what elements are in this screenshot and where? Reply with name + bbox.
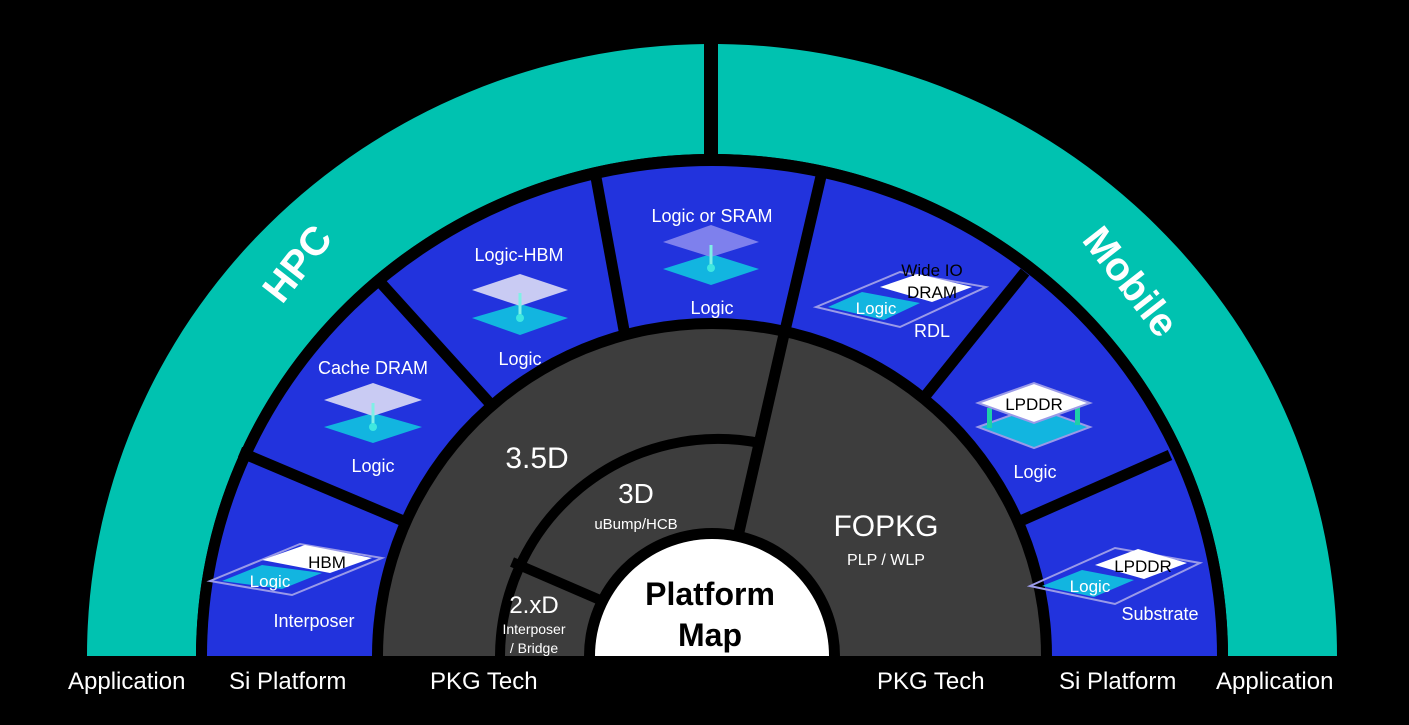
label-right-application: Application [1216, 668, 1334, 695]
si-segment-hpc-logic-hbm: Logic-HBM Logic [472, 245, 568, 369]
pkg-3d-label: 3D [618, 478, 654, 509]
pillar-icon [987, 408, 992, 428]
segment-top-label: LPDDR [1114, 557, 1172, 576]
pkg-3-5d-label: 3.5D [505, 442, 568, 475]
segment-bottom-label: Substrate [1121, 604, 1198, 624]
si-segment-mobile-lpddr-pop: LPDDR Logic [975, 381, 1093, 482]
pkg-3d-sublabel: uBump/HCB [594, 516, 677, 533]
si-segment-mobile-rdl: Wide IO DRAM Logic RDL [812, 261, 990, 341]
center-circle [595, 539, 829, 656]
label-left-si-platform: Si Platform [229, 668, 347, 695]
chip-outline-icon [812, 270, 990, 329]
memory-chip-icon [324, 383, 422, 416]
label-left-pkg-tech: PKG Tech [430, 668, 538, 695]
pkg-2xd-sublabel-2: / Bridge [510, 640, 558, 656]
pkg-fopkg-divider [730, 328, 791, 547]
label-right-pkg-tech: PKG Tech [877, 668, 985, 695]
center-title-line2: Map [678, 617, 742, 653]
segment-chip-label: Logic [250, 572, 291, 591]
segment-bottom-label: Logic [498, 349, 541, 369]
segment-top-label: LPDDR [1005, 395, 1063, 414]
segment-top-label: Cache DRAM [318, 358, 428, 378]
pillar-icon [1075, 405, 1080, 425]
segment-bottom-label: Logic [690, 298, 733, 318]
segment-top-label: Wide IO [901, 261, 962, 280]
pkg-2xd-divider [510, 557, 602, 605]
logic-chip-icon [222, 565, 322, 589]
logic-chip-icon [1042, 570, 1134, 597]
si-segment-logic-sram: Logic or SRAM Logic [651, 206, 772, 318]
si-segment-hpc-cache-dram: Cache DRAM Logic [318, 358, 428, 476]
segment-bottom-label: RDL [914, 321, 950, 341]
pkg-2xd-sublabel-1: Interposer [502, 621, 565, 637]
segment-bottom-label: Logic [351, 456, 394, 476]
memory-chip-icon [472, 274, 568, 306]
memory-chip-icon [1095, 549, 1187, 579]
segment-top-label: HBM [308, 553, 346, 572]
label-right-si-platform: Si Platform [1059, 668, 1177, 695]
pkg-3d-boundary [495, 433, 761, 656]
segment-bottom-label: Logic [1013, 462, 1056, 482]
application-segment-hpc [87, 44, 706, 656]
pkg-2xd-label: 2.xD [509, 592, 558, 619]
via-dot-icon [707, 264, 715, 272]
application-segment-mobile [718, 44, 1337, 656]
segment-top-label-2: DRAM [907, 283, 957, 302]
segment-top-label: Logic or SRAM [651, 206, 772, 226]
chip-outline-icon [206, 542, 386, 597]
logic-chip-icon [828, 292, 920, 320]
memory-chip-icon [880, 274, 972, 302]
si-segment-mobile-substrate: LPDDR Logic Substrate [1026, 546, 1204, 624]
si-platform-dividers [237, 170, 1173, 536]
label-left-application: Application [68, 668, 186, 695]
segment-top-label: Logic-HBM [474, 245, 563, 265]
segment-bottom-label: Interposer [273, 611, 354, 631]
segment-chip-label: Logic [856, 299, 897, 318]
memory-chip-icon [663, 225, 759, 257]
memory-chip-icon [975, 381, 1093, 425]
via-dot-icon [369, 423, 377, 431]
application-divider [704, 40, 718, 160]
chip-outline-icon [1026, 546, 1204, 606]
pkg-fopkg-sublabel: PLP / WLP [847, 552, 925, 569]
pkg-fopkg-label: FOPKG [833, 510, 938, 543]
si-segment-hpc-interposer: HBM Logic Interposer [206, 542, 386, 631]
application-ring [87, 40, 1337, 656]
center-title-line1: Platform [645, 576, 775, 612]
memory-chip-icon [262, 545, 372, 573]
segment-chip-label: Logic [1070, 577, 1111, 596]
via-dot-icon [516, 314, 524, 322]
